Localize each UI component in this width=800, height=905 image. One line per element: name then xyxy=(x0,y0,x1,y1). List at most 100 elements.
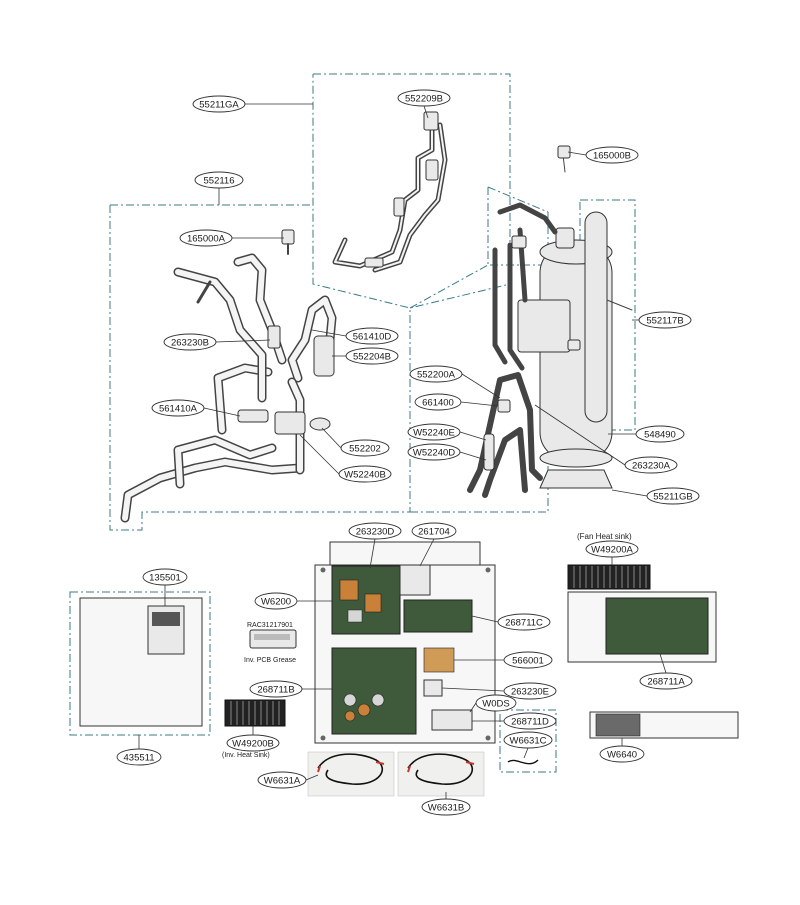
callout-w52240d-bubble xyxy=(407,443,461,461)
compressor-assembly xyxy=(467,145,633,498)
callout-261704-leader xyxy=(419,538,435,567)
callout-165000a-text: 165000A xyxy=(187,234,226,245)
callout-w0ds: W0DS xyxy=(475,694,517,712)
callout-268711c-text: 268711C xyxy=(505,618,543,629)
pipe-assembly-left xyxy=(120,229,337,523)
callout-561410d: 561410D xyxy=(345,327,399,345)
control-box xyxy=(314,541,496,744)
callout-268711d: 268711D xyxy=(503,712,557,730)
callout-w52240e-text: W52240E xyxy=(413,428,455,439)
callout-263230a: 263230A xyxy=(624,456,678,474)
callout-263230e-leader xyxy=(441,687,505,692)
callout-268711c: 268711C xyxy=(497,613,551,631)
callout-552200a-bubble xyxy=(409,365,463,383)
callout-552209b-leader xyxy=(423,105,429,119)
callout-548490: 548490 xyxy=(635,425,685,443)
callout-263230a-leader xyxy=(534,404,626,466)
callout-435511: 435511 xyxy=(116,748,162,766)
callout-268711d-bubble xyxy=(503,712,557,730)
callout-552209b: 552209B xyxy=(397,89,451,107)
callout-561410a-text: 561410A xyxy=(159,404,198,415)
callout-w52240b: W52240B xyxy=(338,465,392,483)
callout-566001: 566001 xyxy=(503,651,553,669)
callout-552116-text: 552116 xyxy=(204,176,235,187)
callout-561410d-bubble xyxy=(345,327,399,345)
callout-552204b: 552204B xyxy=(345,347,399,365)
callout-w52240d-text: W52240D xyxy=(413,448,455,459)
callout-261704-text: 261704 xyxy=(418,527,450,538)
callout-w52240e-leader xyxy=(459,431,487,441)
callout-w0ds-text: W0DS xyxy=(482,699,509,710)
callout-561410a: 561410A xyxy=(151,399,205,417)
callout-55211ga-bubble xyxy=(192,95,246,113)
callout-552117b: 552117B xyxy=(638,311,692,329)
callout-w49200a: W49200A xyxy=(585,540,639,558)
callout-263230b: 263230B xyxy=(163,333,217,351)
callout-w52240b-bubble xyxy=(338,465,392,483)
callout-552202-bubble xyxy=(340,439,390,457)
callout-435511-bubble xyxy=(116,748,162,766)
note-inv-heat-sink: (Inv. Heat Sink) xyxy=(222,752,270,759)
callout-w6640-text: W6640 xyxy=(607,750,637,761)
callout-w6640: W6640 xyxy=(599,745,645,763)
callout-263230b-leader xyxy=(215,339,271,343)
callout-w6631c-text: W6631C xyxy=(510,736,547,747)
callout-552202: 552202 xyxy=(340,439,390,457)
callout-661400-leader xyxy=(460,401,499,407)
callout-w49200b-bubble xyxy=(226,734,280,752)
callout-263230a-bubble xyxy=(624,456,678,474)
callout-263230d-text: 263230D xyxy=(356,527,395,538)
fan-heat-sink-board xyxy=(567,564,717,663)
reactor-plate xyxy=(589,711,739,739)
callout-261704: 261704 xyxy=(411,522,457,540)
callout-w52240d-leader xyxy=(459,451,487,461)
callout-661400-text: 661400 xyxy=(422,398,454,409)
pipe-assembly-upper xyxy=(332,111,448,273)
callout-268711a: 268711A xyxy=(639,672,693,690)
callout-261704-bubble xyxy=(411,522,457,540)
callout-552209b-text: 552209B xyxy=(405,94,443,105)
callout-165000a: 165000A xyxy=(179,229,233,247)
note-fan-heat-sink: (Fan Heat sink) xyxy=(577,532,632,541)
callout-w49200a-bubble xyxy=(585,540,639,558)
callout-661400-bubble xyxy=(414,393,462,411)
callout-w52240b-text: W52240B xyxy=(344,470,386,481)
callout-268711b: 268711B xyxy=(249,680,303,698)
callout-w6631a: W6631A xyxy=(257,771,307,789)
callout-661400: 661400 xyxy=(414,393,462,411)
callout-268711c-bubble xyxy=(497,613,551,631)
cover-panel xyxy=(79,597,203,727)
callout-263230d-leader xyxy=(369,538,376,569)
callout-w6631b-text: W6631B xyxy=(428,803,464,814)
callout-561410a-bubble xyxy=(151,399,205,417)
callout-552117b-bubble xyxy=(638,311,692,329)
callout-552202-text: 552202 xyxy=(349,444,381,455)
callout-561410d-text: 561410D xyxy=(353,332,392,343)
callout-55211ga-text: 55211GA xyxy=(199,100,239,111)
note-pcb-grease: Inv. PCB Grease xyxy=(244,657,296,664)
callout-w6200-text: W6200 xyxy=(261,597,291,608)
callout-263230e-text: 263230E xyxy=(511,687,549,698)
callout-435511-text: 435511 xyxy=(124,753,155,764)
callout-w6631c-leader xyxy=(523,747,529,759)
callout-165000a-bubble xyxy=(179,229,233,247)
callout-w6640-bubble xyxy=(599,745,645,763)
callout-548490-bubble xyxy=(635,425,685,443)
callout-w49200b: W49200B xyxy=(226,734,280,752)
callout-268711b-bubble xyxy=(249,680,303,698)
callout-w6631a-text: W6631A xyxy=(264,776,301,787)
callout-268711a-bubble xyxy=(639,672,693,690)
callout-552204b-text: 552204B xyxy=(353,352,391,363)
callout-165000b-leader xyxy=(567,151,587,156)
callout-w6631b: W6631B xyxy=(421,798,471,816)
callout-263230a-text: 263230A xyxy=(632,461,671,472)
callout-55211gb-leader xyxy=(611,489,648,497)
callout-w52240d: W52240D xyxy=(407,443,461,461)
callout-165000b-text: 165000B xyxy=(593,151,631,162)
callout-w49200a-text: W49200A xyxy=(591,545,633,556)
callout-165000b: 165000B xyxy=(585,146,639,164)
callout-w52240b-leader xyxy=(299,434,340,475)
callout-552200a-leader xyxy=(461,373,501,399)
callout-w52240e-bubble xyxy=(407,423,461,441)
